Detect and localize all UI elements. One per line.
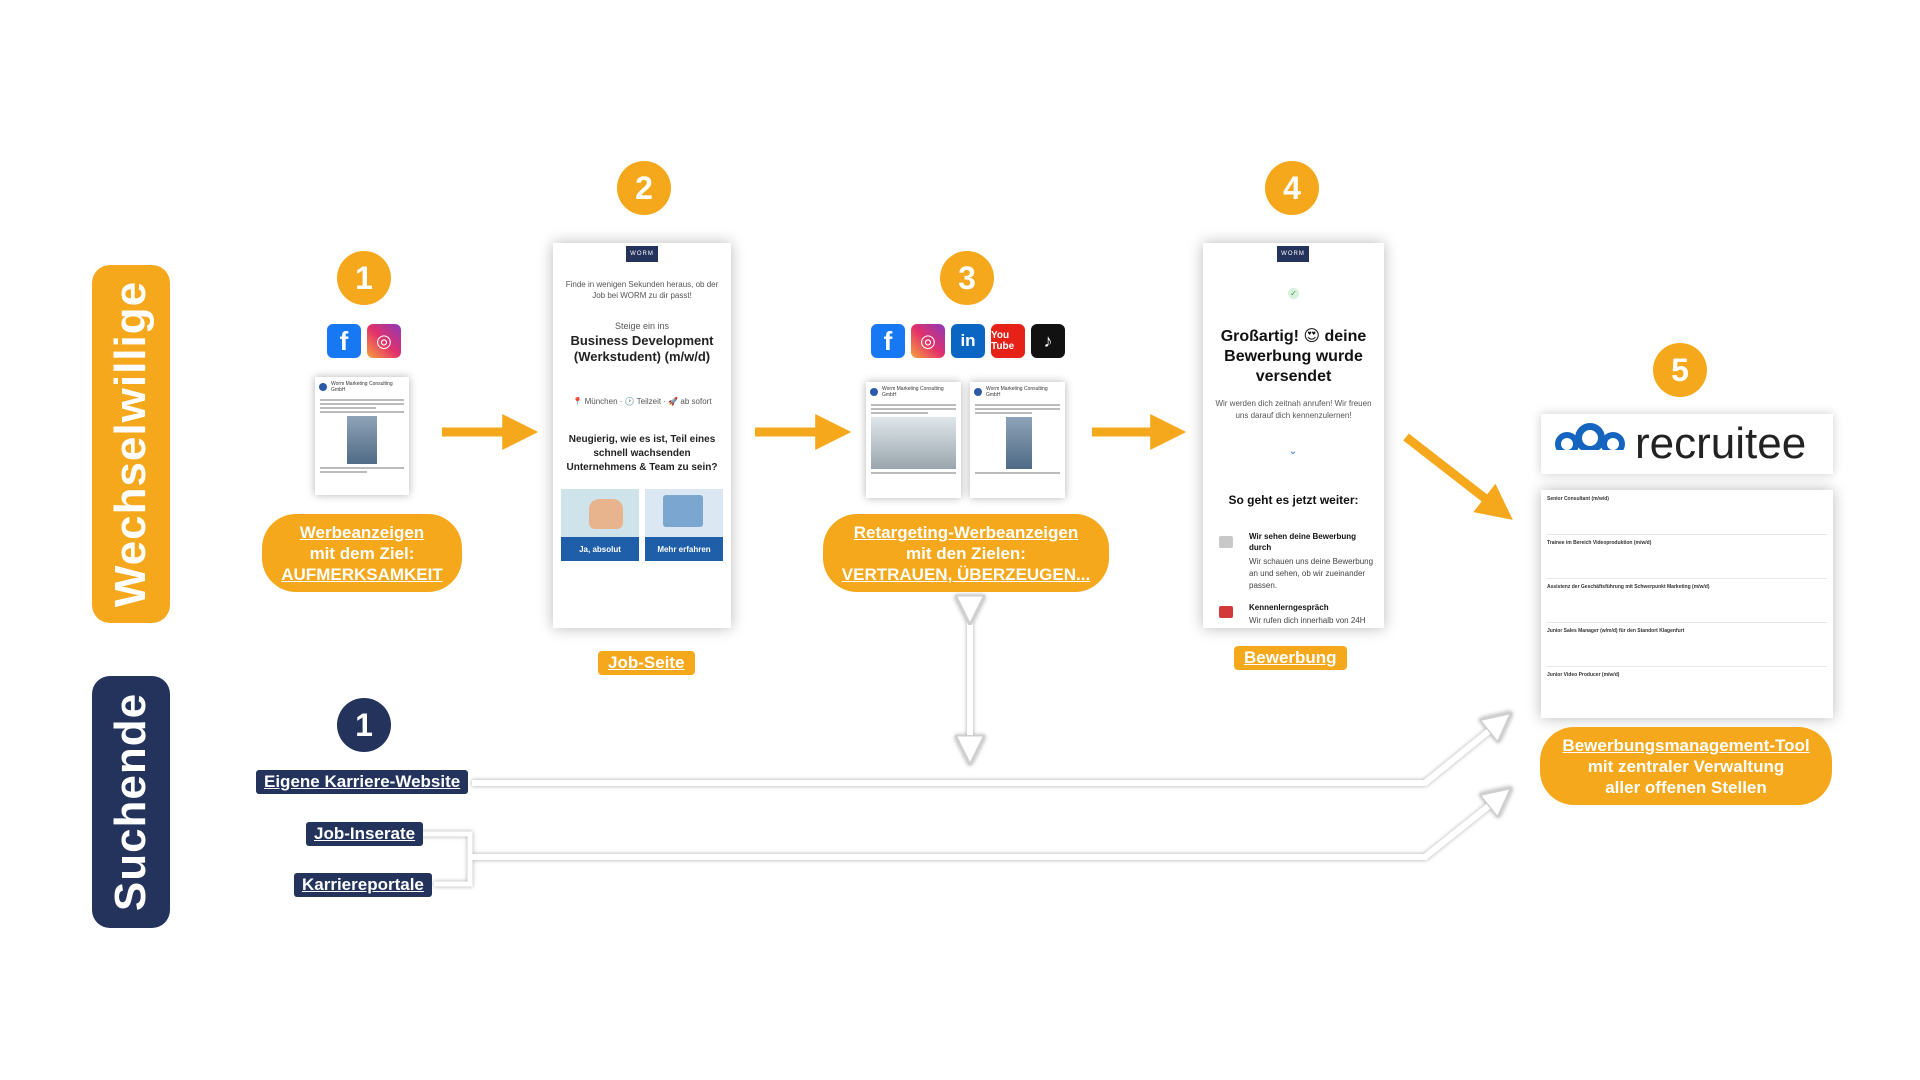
youtube-icon: You Tube: [991, 324, 1025, 358]
chevron-down-icon: ⌄: [1288, 446, 1298, 457]
job-list-card: Senior Consultant (m/w/d) Trainee im Ber…: [1541, 490, 1833, 718]
job-row[interactable]: Assistenz der Geschäftsführung mit Schwe…: [1547, 584, 1827, 623]
job-meta: 📍 München · 🕑 Teilzeit · 🚀 ab sofort: [572, 397, 712, 406]
thumbs-up-image: Ja, absolut: [561, 489, 639, 561]
job-title: Business Development (Werkstudent) (m/w/…: [570, 333, 714, 364]
job-row-title: Trainee im Bereich Videoproduktion (m/w/…: [1547, 540, 1652, 546]
thumbs-up-icon: [589, 499, 623, 529]
next-steps-title: So geht es jetzt weiter:: [1228, 493, 1359, 507]
arrow-website-to-ats: [472, 722, 1500, 786]
recruitee-wordmark: recruitee: [1635, 419, 1807, 468]
recruitee-logo: recruitee: [1541, 414, 1833, 474]
job-row-title: Senior Consultant (m/w/d): [1547, 496, 1609, 502]
ad-sender: Worm Marketing Consulting GmbH: [331, 381, 393, 393]
band-label: Wechselwillige: [106, 280, 156, 608]
step1-caption: Werbeanzeigen mit dem Ziel: AUFMERKSAMKE…: [262, 514, 462, 592]
job-row[interactable]: Junior Video Producer (m/w/d): [1547, 672, 1827, 710]
arrow-4-5: [1403, 433, 1513, 520]
linkedin-icon: in: [951, 324, 985, 358]
job-question: Neugierig, wie es ist, Teil eines schnel…: [566, 434, 718, 473]
band-label: Suchende: [106, 692, 155, 912]
career-website-label: Eigene Karriere-Website: [256, 770, 469, 794]
step-number-2: 2: [617, 161, 671, 215]
worm-logo: WORM: [1277, 246, 1309, 262]
instagram-icon: ◎: [367, 324, 401, 358]
band-suchende: Suchende: [92, 676, 170, 928]
step-number-1-search: 1: [337, 698, 391, 752]
band-wechselwillige: Wechselwillige: [92, 265, 170, 623]
instagram-icon: ◎: [911, 324, 945, 358]
arrow-portals-to-ats: [470, 797, 1500, 860]
caption-line: aller offenen Stellen: [1605, 777, 1767, 797]
step-item-title: Wir sehen deine Bewerbung durch: [1249, 532, 1357, 552]
building-icon: [663, 495, 703, 527]
ad-sender: Worm Marketing Consulting GmbH: [882, 386, 944, 398]
caption-line: Bewerbungsmanagement-Tool: [1562, 735, 1810, 755]
calendar-icon: [1219, 606, 1233, 618]
check-icon: ✓: [1288, 288, 1299, 299]
step-number-4: 4: [1265, 161, 1319, 215]
application-tag: Bewerbung: [1234, 646, 1347, 670]
facebook-icon: f: [327, 324, 361, 358]
job-pretitle: Steige ein ins: [614, 321, 670, 331]
application-card: WORM ✓ Großartig! 😍 deine Bewerbung wurd…: [1203, 243, 1384, 628]
caption-line: VERTRAUEN, ÜBERZEUGEN...: [841, 564, 1091, 584]
caption-line: mit dem Ziel:: [309, 543, 415, 563]
step3-caption: Retargeting-Werbeanzeigen mit den Zielen…: [823, 514, 1109, 592]
job-intro: Finde in wenigen Sekunden heraus, ob der…: [565, 280, 719, 300]
job-row-title: Assistenz der Geschäftsführung mit Schwe…: [1547, 584, 1710, 590]
step-item-title: Kennenlerngespräch: [1249, 603, 1329, 612]
step-item-text: Wir schauen uns deine Bewerbung an und s…: [1249, 557, 1374, 590]
facebook-icon: f: [871, 324, 905, 358]
job-page-tag: Job-Seite: [598, 651, 695, 675]
job-ads-label: Job-Inserate: [306, 822, 424, 846]
career-portals-label: Karriereportale: [294, 873, 432, 897]
ad-preview: Worm Marketing Consulting GmbH: [315, 377, 409, 495]
step-item-text: Wir rufen dich innerhalb von 24H: [1249, 616, 1366, 625]
building-image: Mehr erfahren: [645, 489, 723, 561]
tiktok-icon: ♪: [1031, 324, 1065, 358]
confirm-headline: Großartig! 😍 deine Bewerbung wurde verse…: [1220, 328, 1367, 385]
job-row[interactable]: Trainee im Bereich Videoproduktion (m/w/…: [1547, 540, 1827, 579]
caption-line: Retargeting-Werbeanzeigen: [853, 522, 1079, 542]
step5-caption: Bewerbungsmanagement-Tool mit zentraler …: [1540, 727, 1832, 805]
step-number-5: 5: [1653, 343, 1707, 397]
yes-button[interactable]: Ja, absolut: [561, 537, 639, 561]
document-icon: [1219, 536, 1233, 548]
caption-line: mit zentraler Verwaltung: [1587, 756, 1785, 776]
caption-line: Werbeanzeigen: [299, 522, 425, 542]
retargeting-ad-2: Worm Marketing Consulting GmbH: [970, 382, 1065, 498]
confirm-sub: Wir werden dich zeitnah anrufen! Wir fre…: [1215, 399, 1372, 420]
recruitee-people-icon: [1555, 423, 1625, 464]
job-row-title: Junior Video Producer (m/w/d): [1547, 672, 1620, 678]
ad-sender: Worm Marketing Consulting GmbH: [986, 386, 1048, 398]
job-row[interactable]: Senior Consultant (m/w/d): [1547, 496, 1827, 535]
more-button[interactable]: Mehr erfahren: [645, 537, 723, 561]
worm-logo: WORM: [626, 246, 658, 262]
step-number-1: 1: [337, 251, 391, 305]
job-row[interactable]: Junior Sales Manager (w/m/d) für den Sta…: [1547, 628, 1827, 667]
job-page-card: WORM Finde in wenigen Sekunden heraus, o…: [553, 243, 731, 628]
job-row-title: Junior Sales Manager (w/m/d) für den Sta…: [1547, 628, 1685, 634]
caption-line: AUFMERKSAMKEIT: [281, 564, 443, 584]
step-number-3: 3: [940, 251, 994, 305]
retargeting-ad-1: Worm Marketing Consulting GmbH: [866, 382, 961, 498]
caption-line: mit den Zielen:: [906, 543, 1026, 563]
